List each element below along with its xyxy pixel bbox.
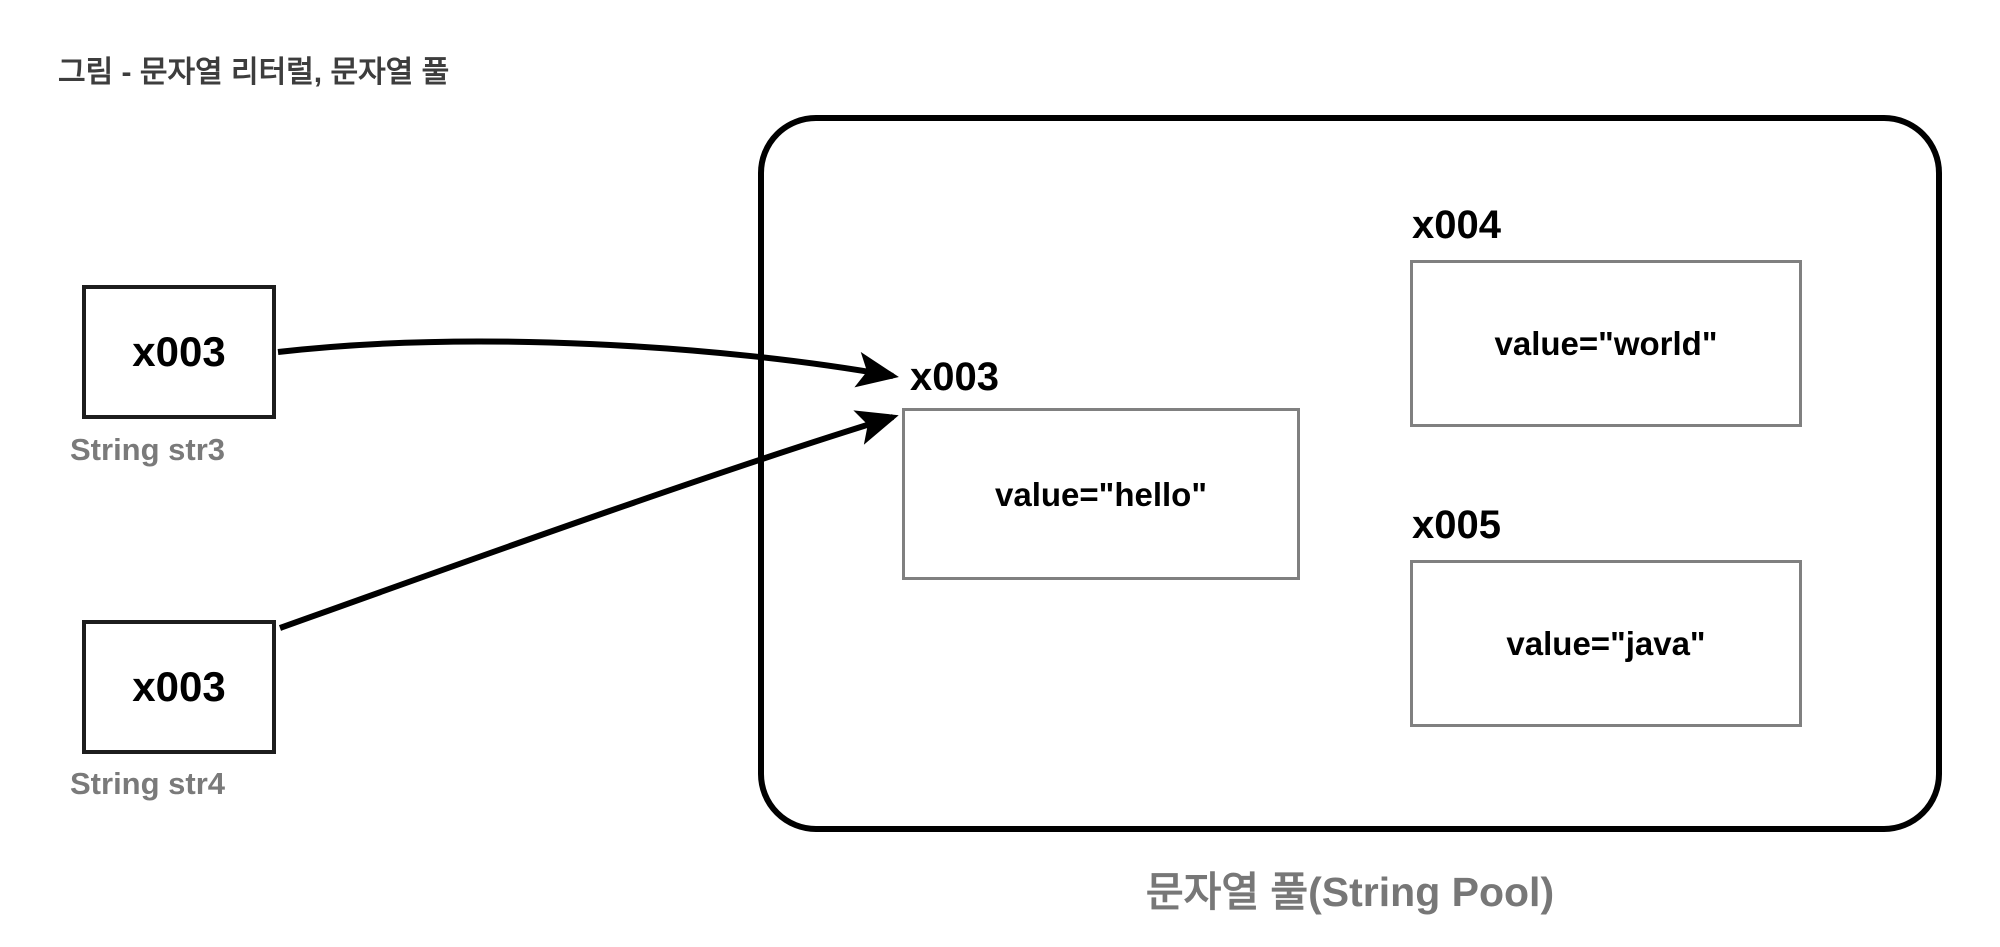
pool-entry-box-x003: value="hello"	[902, 408, 1300, 580]
pool-entry-box-x005: value="java"	[1410, 560, 1802, 727]
string-pool-caption: 문자열 풀(String Pool)	[1145, 869, 1555, 915]
variable-box-str3: x003	[82, 285, 276, 419]
variable-value-str3: x003	[132, 328, 226, 375]
variable-label-str4: String str4	[70, 766, 226, 801]
variable-box-str4: x003	[82, 620, 276, 754]
pool-entry-address-x003: x003	[910, 355, 999, 399]
variable-label-str3: String str3	[70, 432, 226, 467]
pool-entry-box-x004: value="world"	[1410, 260, 1802, 427]
pool-entry-value-x005: value="java"	[1506, 625, 1706, 662]
figure-title: 그림 - 문자열 리터럴, 문자열 풀	[58, 56, 450, 89]
pool-entry-value-x004: value="world"	[1494, 325, 1718, 362]
variable-value-str4: x003	[132, 663, 226, 710]
pool-entry-address-x005: x005	[1412, 503, 1501, 547]
pool-entry-value-x003: value="hello"	[995, 475, 1207, 513]
pool-entry-address-x004: x004	[1412, 203, 1501, 247]
